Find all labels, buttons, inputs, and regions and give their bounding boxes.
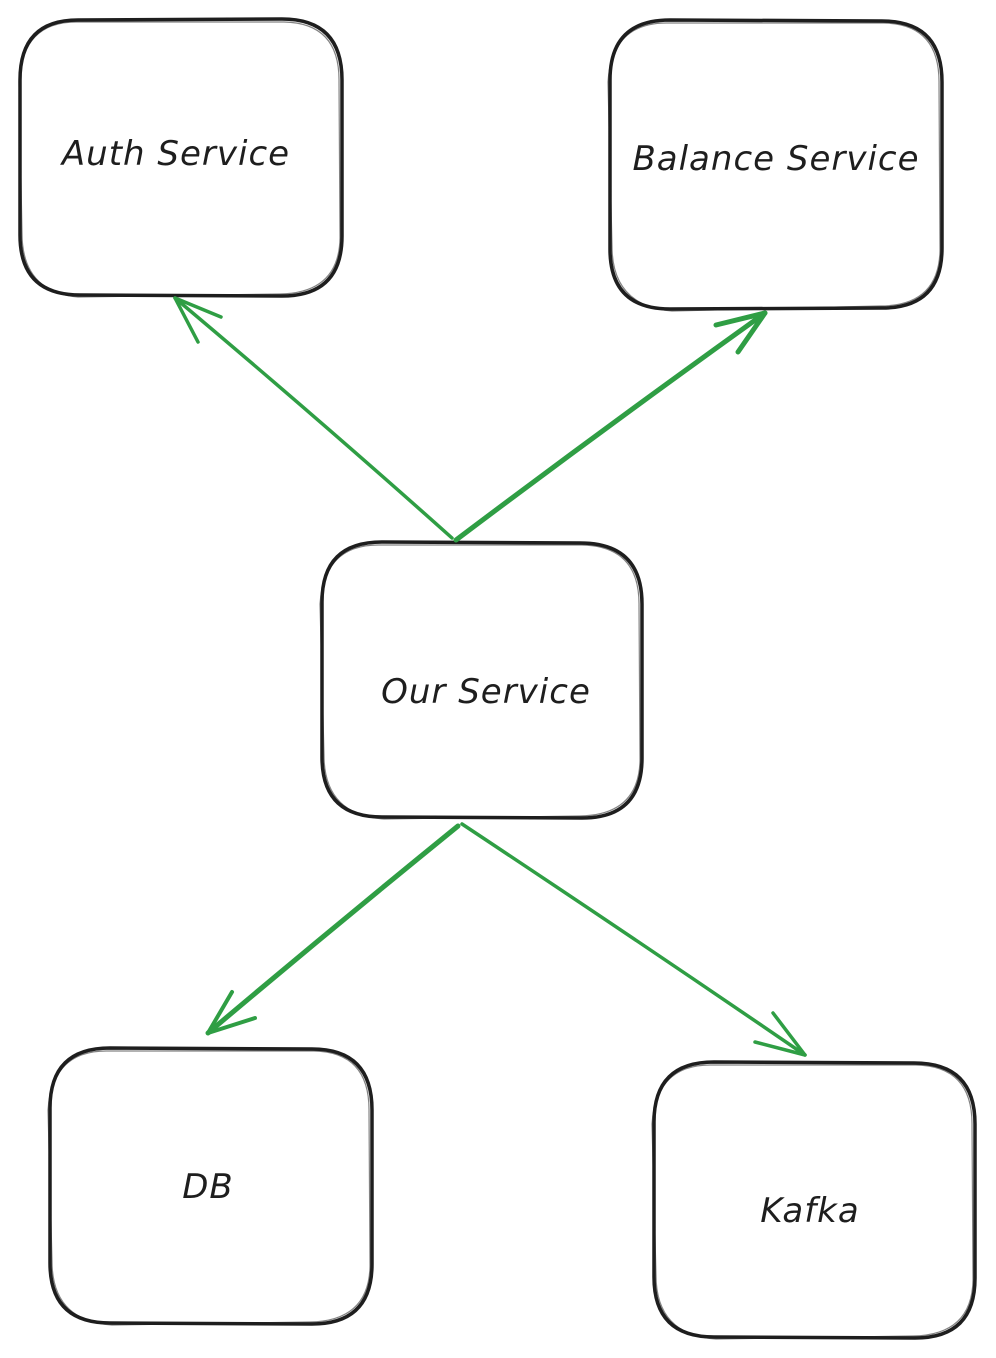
node-balance-service-label: Balance Service: [632, 139, 919, 179]
node-our-service-label: Our Service: [381, 672, 591, 712]
edge-our-to-kafka-arrowhead: [753, 1011, 807, 1057]
node-db-label: DB: [182, 1167, 234, 1207]
node-auth-service-sketch: [18, 21, 341, 298]
edge-our-to-auth[interactable]: [173, 296, 454, 540]
node-our-service[interactable]: Our Service: [319, 540, 644, 820]
node-our-service-sketch: [319, 544, 641, 820]
edge-our-to-balance-arrowhead: [713, 310, 768, 355]
edge-our-to-db[interactable]: [205, 823, 461, 1036]
node-auth-service[interactable]: Auth Service: [18, 17, 344, 298]
edge-our-to-balance-line: [453, 310, 768, 543]
edge-our-to-balance[interactable]: [453, 310, 768, 543]
edge-our-to-kafka-line: [460, 822, 807, 1057]
node-kafka-label: Kafka: [760, 1191, 859, 1231]
node-balance-service[interactable]: Balance Service: [607, 18, 944, 312]
node-kafka[interactable]: Kafka: [651, 1060, 977, 1340]
node-auth-service-label: Auth Service: [60, 134, 290, 174]
node-kafka-sketch: [651, 1064, 974, 1340]
node-balance-service-sketch: [607, 22, 941, 312]
node-db[interactable]: DB: [47, 1046, 374, 1326]
edge-our-to-kafka[interactable]: [460, 822, 807, 1057]
edge-our-to-db-arrowhead: [206, 990, 257, 1035]
edge-our-to-auth-arrowhead: [173, 296, 223, 344]
node-db-sketch: [47, 1050, 371, 1326]
edge-our-to-db-line: [205, 823, 461, 1036]
edge-our-to-auth-line: [173, 296, 454, 540]
